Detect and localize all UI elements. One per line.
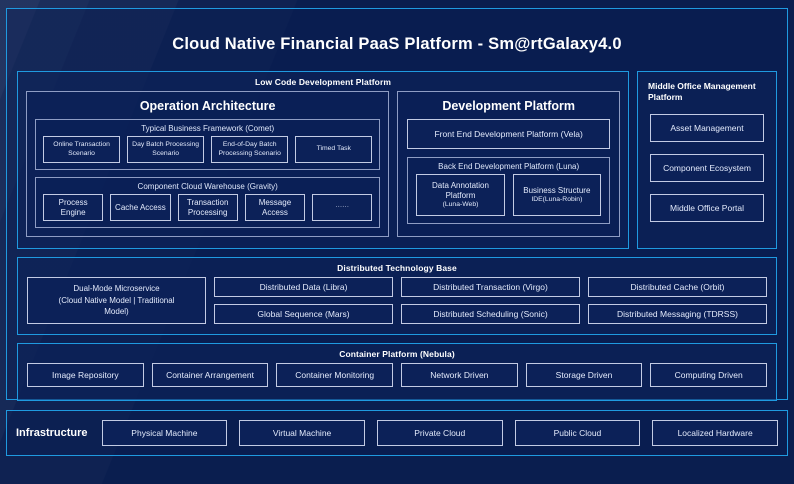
distributed-technology-base-grid: Dual-Mode Microservice (Cloud Native Mod…: [18, 277, 776, 332]
box-container-monitoring[interactable]: Container Monitoring: [276, 363, 394, 387]
page-title: Cloud Native Financial PaaS Platform - S…: [172, 35, 622, 53]
box-computing-driven[interactable]: Computing Driven: [650, 363, 768, 387]
subpanel-development-platform: Development Platform Front End Developme…: [397, 91, 620, 237]
panel-middle-office-management-platform: Middle Office Management Platform Asset …: [637, 71, 777, 249]
dtb-column-2: Distributed Transaction (Virgo) Distribu…: [401, 277, 580, 324]
low-code-title: Low Code Development Platform: [254, 77, 392, 87]
platform-frame: Cloud Native Financial PaaS Platform - S…: [6, 8, 788, 401]
box-asset-management[interactable]: Asset Management: [650, 113, 764, 142]
dtb-column-1: Distributed Data (Libra) Global Sequence…: [214, 277, 393, 324]
box-message-access[interactable]: Message Access: [244, 194, 306, 221]
business-framework-items: Online Transaction Scenario Day Batch Pr…: [36, 136, 379, 163]
box-end-of-day-batch-processing-scenario[interactable]: End-of-Day Batch Processing Scenario: [211, 136, 289, 163]
box-storage-driven[interactable]: Storage Driven: [525, 363, 643, 387]
development-platform-body: Front End Development Platform (Vela) Ba…: [398, 119, 619, 232]
box-business-structure-ide[interactable]: Business Structure IDE(Luna-Robin): [512, 174, 601, 216]
box-front-end-development-platform[interactable]: Front End Development Platform (Vela): [407, 119, 610, 149]
component-warehouse-title: Component Cloud Warehouse (Gravity): [137, 182, 278, 191]
box-physical-machine[interactable]: Physical Machine: [101, 420, 228, 446]
box-ellipsis[interactable]: ······: [312, 194, 373, 221]
platform-body: Low Code Development Platform Operation …: [17, 71, 777, 401]
component-warehouse-items: Process Engine Cache Access Transaction …: [36, 194, 379, 221]
box-public-cloud[interactable]: Public Cloud: [514, 420, 641, 446]
dual-mode-line1: Dual-Mode Microservice: [73, 284, 160, 294]
container-platform-title: Container Platform (Nebula): [339, 349, 455, 359]
back-end-title: Back End Development Platform (Luna): [438, 162, 580, 171]
back-end-items: Data Annotation Platform (Luna-Web) Busi…: [408, 174, 609, 216]
dtb-wide-cell: Dual-Mode Microservice (Cloud Native Mod…: [27, 277, 206, 324]
container-platform-items: Image Repository Container Arrangement C…: [18, 363, 776, 395]
business-framework-title: Typical Business Framework (Comet): [141, 124, 275, 133]
infrastructure-label: Infrastructure: [16, 427, 88, 439]
box-private-cloud[interactable]: Private Cloud: [376, 420, 503, 446]
box-global-sequence[interactable]: Global Sequence (Mars): [214, 304, 393, 324]
box-online-transaction-scenario[interactable]: Online Transaction Scenario: [43, 136, 121, 163]
box-distributed-messaging[interactable]: Distributed Messaging (TDRSS): [588, 304, 767, 324]
box-container-arrangement[interactable]: Container Arrangement: [151, 363, 269, 387]
top-row: Low Code Development Platform Operation …: [17, 71, 777, 249]
box-middle-office-portal[interactable]: Middle Office Portal: [650, 193, 764, 222]
dtb-column-3: Distributed Cache (Orbit) Distributed Me…: [588, 277, 767, 324]
development-platform-heading: Development Platform: [442, 99, 575, 113]
middle-office-title: Middle Office Management Platform: [648, 81, 756, 103]
box-transaction-processing[interactable]: Transaction Processing: [177, 194, 238, 221]
box-cache-access[interactable]: Cache Access: [110, 194, 171, 221]
business-structure-sublabel: IDE(Luna-Robin): [531, 195, 583, 203]
panel-distributed-technology-base: Distributed Technology Base Dual-Mode Mi…: [17, 257, 777, 335]
data-annotation-platform-sublabel: (Luna-Web): [442, 200, 479, 208]
panel-infrastructure: Infrastructure Physical Machine Virtual …: [6, 410, 788, 456]
panel-low-code-development-platform: Low Code Development Platform Operation …: [17, 71, 629, 249]
box-image-repository[interactable]: Image Repository: [27, 363, 144, 387]
box-distributed-data[interactable]: Distributed Data (Libra): [214, 277, 393, 297]
operation-architecture-heading: Operation Architecture: [139, 99, 276, 113]
box-day-batch-processing-scenario[interactable]: Day Batch Processing Scenario: [127, 136, 205, 163]
subpanel-typical-business-framework: Typical Business Framework (Comet) Onlin…: [35, 119, 381, 170]
box-localized-hardware[interactable]: Localized Hardware: [652, 420, 778, 446]
dual-mode-line3: Model): [104, 307, 129, 317]
subpanel-operation-architecture: Operation Architecture Typical Business …: [26, 91, 390, 237]
distributed-technology-base-title: Distributed Technology Base: [337, 263, 457, 273]
subpanel-back-end-development-platform: Back End Development Platform (Luna) Dat…: [407, 157, 610, 224]
dual-mode-line2: (Cloud Native Model | Traditional: [58, 295, 175, 305]
subpanel-component-cloud-warehouse: Component Cloud Warehouse (Gravity) Proc…: [35, 177, 381, 228]
box-virtual-machine[interactable]: Virtual Machine: [239, 420, 365, 446]
low-code-inner: Operation Architecture Typical Business …: [18, 91, 628, 245]
panel-container-platform: Container Platform (Nebula) Image Reposi…: [17, 343, 777, 401]
box-distributed-scheduling[interactable]: Distributed Scheduling (Sonic): [401, 304, 580, 324]
box-data-annotation-platform[interactable]: Data Annotation Platform (Luna-Web): [416, 174, 505, 216]
middle-office-items: Asset Management Component Ecosystem Mid…: [638, 104, 776, 234]
box-component-ecosystem[interactable]: Component Ecosystem: [650, 153, 764, 182]
box-timed-task[interactable]: Timed Task: [295, 136, 373, 163]
box-distributed-transaction[interactable]: Distributed Transaction (Virgo): [401, 277, 580, 297]
box-dual-mode-microservice[interactable]: Dual-Mode Microservice (Cloud Native Mod…: [27, 277, 206, 324]
infrastructure-items: Physical Machine Virtual Machine Private…: [101, 420, 778, 446]
box-process-engine[interactable]: Process Engine: [43, 194, 104, 221]
data-annotation-platform-label: Data Annotation Platform: [432, 180, 489, 200]
box-network-driven[interactable]: Network Driven: [401, 363, 518, 387]
business-structure-label: Business Structure: [523, 185, 591, 195]
box-distributed-cache[interactable]: Distributed Cache (Orbit): [588, 277, 767, 297]
